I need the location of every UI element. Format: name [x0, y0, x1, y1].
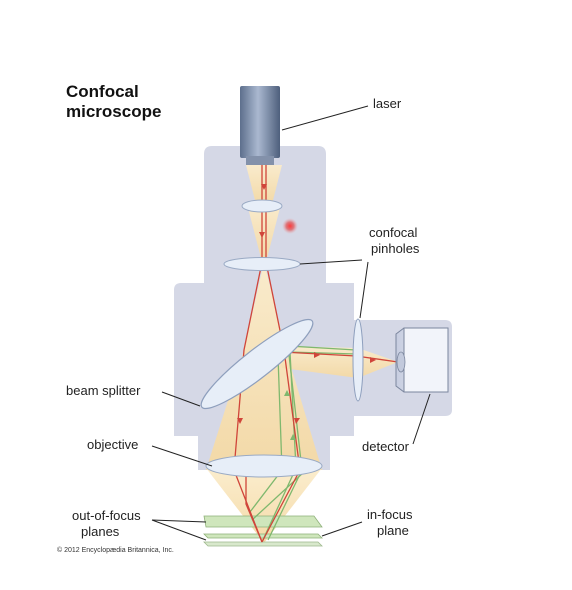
leader-lines: [151, 105, 431, 541]
laser-ray-down-left: [233, 165, 263, 543]
arrow-laser-5: [314, 352, 320, 358]
out-of-focus-plane-bottom: [203, 541, 323, 547]
title-line-1: Confocal: [66, 82, 139, 101]
leader-in-focus: [321, 521, 363, 537]
label-in-focus-line-2: plane: [377, 523, 409, 538]
leader-laser: [281, 105, 369, 131]
leader-objective: [151, 445, 213, 467]
arrow-laser-3: [237, 418, 243, 424]
arrow-laser-1: [261, 184, 267, 190]
detector-unit: [395, 327, 449, 393]
leader-detector: [412, 393, 431, 445]
leader-pinhole-upper: [299, 259, 363, 265]
optics: [200, 199, 364, 478]
arrow-laser-6: [370, 357, 376, 363]
out-of-focus-plane-top: [203, 515, 323, 528]
focus-cone: [206, 468, 322, 543]
arrow-laser-4: [294, 418, 300, 424]
objective-lens: [205, 454, 323, 478]
return-arrows: [284, 390, 296, 440]
in-focus-plane: [203, 533, 323, 539]
copyright-notice: © 2012 Encyclopædia Britannica, Inc.: [57, 546, 174, 554]
laser-spot-icon: [282, 218, 298, 234]
confocal-pinhole-detector: [352, 318, 364, 402]
label-in-focus-line-1: in-focus: [367, 507, 413, 522]
ray-arrows: [237, 184, 376, 424]
laser-ray-return: [245, 472, 263, 543]
leader-pinhole-detector: [359, 261, 369, 319]
beam-splitter-mirror: [200, 318, 314, 410]
leader-out-of-focus-1: [151, 519, 207, 523]
title-line-2: microscope: [66, 102, 161, 121]
arrow-laser-2: [259, 232, 265, 238]
label-confocal-pinholes-line-1: confocal: [369, 225, 418, 240]
leader-out-of-focus-2: [151, 519, 207, 541]
upper-lens: [241, 199, 283, 213]
return-ray-1: [261, 351, 357, 543]
title-block: Confocal microscope: [66, 82, 161, 121]
label-laser: laser: [373, 96, 402, 111]
arrow-return-1: [290, 434, 296, 440]
laser-source: [240, 86, 280, 165]
label-objective: objective: [87, 437, 138, 452]
microscope-body: [174, 146, 452, 470]
label-out-of-focus-line-1: out-of-focus: [72, 508, 141, 523]
specimen-planes: [203, 515, 323, 547]
label-detector: detector: [362, 439, 410, 454]
label-out-of-focus-line-2: planes: [81, 524, 120, 539]
return-ray-2: [267, 345, 357, 541]
arrow-return-2: [284, 390, 290, 396]
label-beam-splitter: beam splitter: [66, 383, 141, 398]
confocal-pinhole-upper: [223, 257, 301, 271]
leader-beam-splitter: [161, 391, 201, 407]
label-confocal-pinholes-line-2: pinholes: [371, 241, 420, 256]
